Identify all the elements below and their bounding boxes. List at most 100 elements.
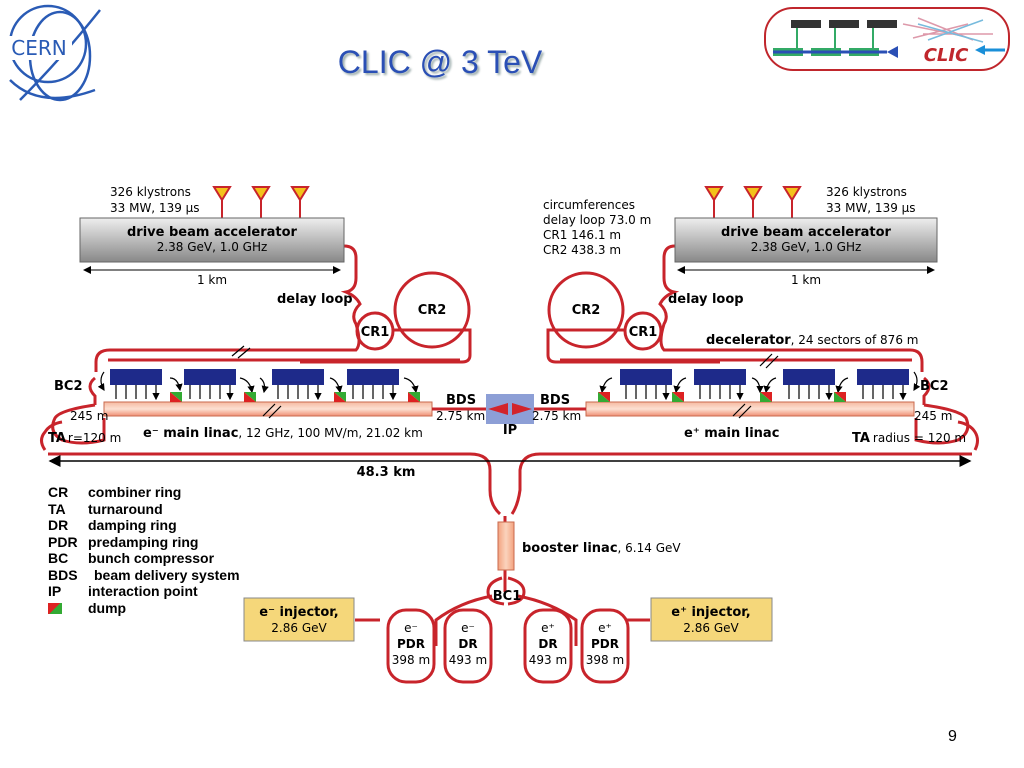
- e-minus-injector-title: e⁻ injector,: [259, 605, 338, 620]
- decelerator-label: decelerator, 24 sectors of 876 m: [706, 333, 918, 348]
- legend-desc: interaction point: [88, 583, 198, 599]
- legend-desc: bunch compressor: [88, 550, 215, 566]
- cern-logo: CERN: [6, 4, 101, 102]
- e-minus-linac-label: e⁻ main linac, 12 GHz, 100 MV/m, 21.02 k…: [143, 426, 423, 441]
- left-dba-length: 1 km: [197, 273, 227, 287]
- cern-logo-text: CERN: [11, 36, 66, 60]
- legend-desc: predamping ring: [88, 533, 199, 550]
- legend-key: DR: [48, 517, 69, 533]
- left-decelerator-modules: [110, 369, 399, 385]
- ring-length: 398 m: [586, 653, 624, 667]
- legend-desc: beam delivery system: [94, 566, 240, 583]
- circumference-cr2: CR2 438.3 m: [543, 243, 621, 257]
- booster-linac: [497, 521, 515, 571]
- clic-logo: CLIC: [764, 7, 1010, 71]
- legend-item: IP interaction point: [48, 583, 240, 600]
- left-bds-length: 2.75 km: [436, 409, 485, 423]
- left-drive-beam-accelerator: [79, 217, 345, 263]
- right-bds-length: 2.75 km: [532, 409, 581, 423]
- e-plus-pdr-ring: [580, 608, 630, 684]
- right-bc2-length: 245 m: [914, 409, 952, 423]
- e-plus-dr-ring: [523, 608, 573, 684]
- beam-dumps: [170, 392, 846, 402]
- decelerator-sub: , 24 sectors of 876 m: [791, 333, 919, 347]
- legend-item: TA turnaround: [48, 501, 240, 518]
- e-plus-linac-label: e⁺ main linac: [684, 426, 779, 441]
- ring-particle: e⁺: [541, 621, 555, 635]
- circumference-delay-loop: delay loop 73.0 m: [543, 213, 651, 227]
- right-cr1-label: CR1: [629, 325, 658, 340]
- left-dba-sub: 2.38 GeV, 1.0 GHz: [157, 240, 268, 254]
- ip-label: IP: [503, 423, 517, 438]
- left-bds-label: BDS: [446, 393, 476, 408]
- right-klystrons-label: 326 klystrons: [826, 185, 907, 199]
- left-cr1-label: CR1: [361, 325, 390, 340]
- ring-particle: e⁻: [404, 621, 418, 635]
- ring-length: 493 m: [449, 653, 487, 667]
- ring-length: 398 m: [392, 653, 430, 667]
- ring-length: 493 m: [529, 653, 567, 667]
- circumference-cr1: CR1 146.1 m: [543, 228, 621, 242]
- ring-particle: e⁺: [598, 621, 612, 635]
- legend-desc: combiner ring: [88, 484, 182, 500]
- left-cr2-label: CR2: [418, 303, 447, 318]
- right-drive-beam-accelerator: [674, 217, 938, 263]
- booster-sub: , 6.14 GeV: [618, 541, 682, 555]
- ring-name: PDR: [397, 637, 425, 651]
- e-minus-linac-title: e⁻ main linac: [143, 426, 238, 441]
- bc1-label: BC1: [493, 589, 522, 604]
- transfer-line-right: [510, 452, 972, 515]
- total-length-label: 48.3 km: [357, 465, 416, 480]
- legend-desc: damping ring: [88, 517, 177, 533]
- right-cr2-label: CR2: [572, 303, 601, 318]
- e-minus-linac-sub: , 12 GHz, 100 MV/m, 21.02 km: [238, 426, 422, 440]
- booster-title: booster linac: [522, 541, 618, 556]
- left-klystron-power: 33 MW, 139 µs: [110, 201, 200, 215]
- legend-key: CR: [48, 484, 69, 500]
- right-dba-title: drive beam accelerator: [721, 225, 892, 240]
- ring-particle: e⁻: [461, 621, 475, 635]
- left-dba-title: drive beam accelerator: [127, 225, 298, 240]
- right-bds-label: BDS: [540, 393, 570, 408]
- right-drive-beam-line: [658, 244, 924, 372]
- legend-desc: dump: [88, 599, 127, 616]
- e-plus-main-linac: [585, 401, 915, 417]
- e-minus-injector-energy: 2.86 GeV: [271, 621, 327, 635]
- transfer-line-left: [48, 452, 502, 516]
- circumferences-title: circumferences: [543, 198, 635, 212]
- e-minus-dr-ring: [443, 608, 493, 684]
- right-ta-radius: radius = 120 m: [873, 431, 966, 445]
- right-dba-length: 1 km: [791, 273, 821, 287]
- legend-item: DR damping ring: [48, 517, 240, 534]
- e-minus-pdr-ring: [386, 608, 436, 684]
- legend-item: dump: [48, 600, 240, 618]
- e-plus-injector-title: e⁺ injector,: [671, 605, 750, 620]
- legend-key: IP: [48, 583, 62, 599]
- right-cr2-ring: [547, 271, 625, 349]
- left-delay-loop-label: delay loop: [277, 292, 353, 307]
- left-bc2-length: 245 m: [70, 409, 108, 423]
- right-bc2-label: BC2: [920, 379, 949, 394]
- ring-name: DR: [538, 637, 557, 651]
- right-decelerator-modules: [620, 369, 909, 385]
- legend-desc: turnaround: [88, 500, 163, 517]
- left-cr2-ring: [393, 271, 471, 349]
- e-plus-injector: [650, 597, 773, 642]
- booster-label: booster linac, 6.14 GeV: [522, 541, 681, 556]
- slide-title: CLIC @ 3 TeV: [337, 44, 543, 80]
- left-ta-radius: r=120 m: [68, 431, 121, 445]
- right-klystron-power: 33 MW, 139 µs: [826, 201, 916, 215]
- legend-key: TA: [48, 500, 66, 517]
- dump-icon: [48, 602, 62, 614]
- ring-name: DR: [458, 637, 477, 651]
- legend-key: BC: [48, 550, 69, 566]
- right-delay-loop-label: delay loop: [668, 292, 744, 307]
- left-drive-beam-line: [94, 244, 362, 372]
- legend: CR combiner ring TA turnaround DR damping r…: [48, 484, 240, 617]
- decelerator-title: decelerator: [706, 333, 791, 348]
- legend-key-dump: [48, 600, 88, 618]
